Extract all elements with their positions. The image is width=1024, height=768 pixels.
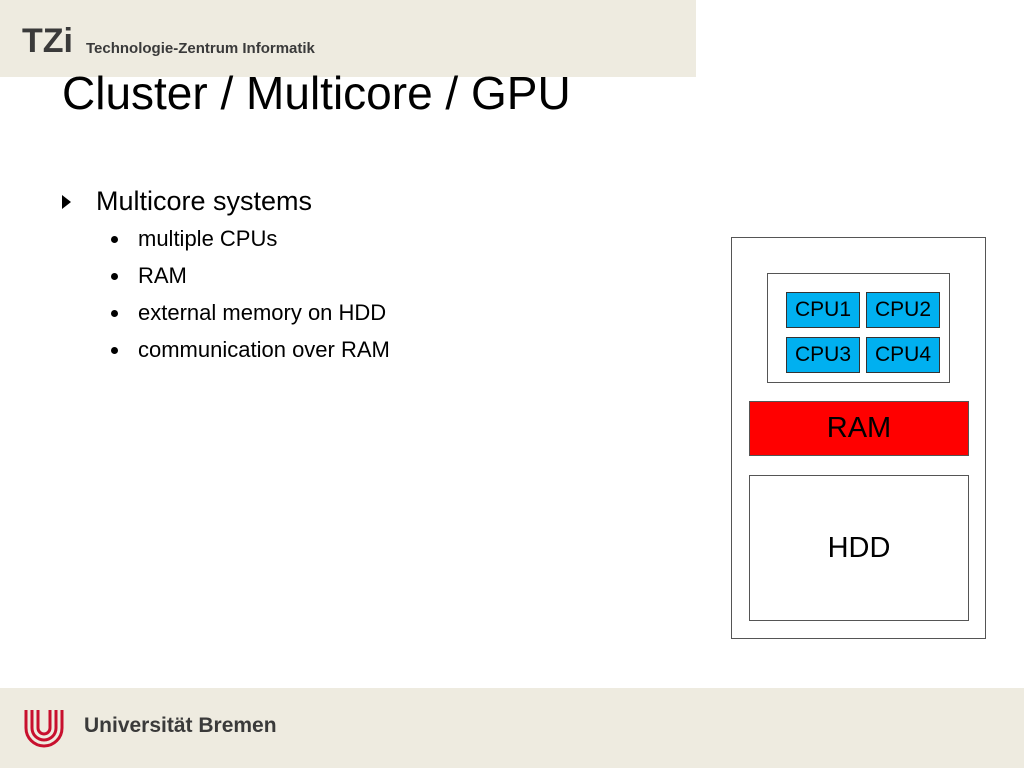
university-name: Universität Bremen xyxy=(84,714,277,737)
dot-bullet-icon xyxy=(111,310,118,317)
slide-title: Cluster / Multicore / GPU xyxy=(62,67,571,119)
hdd-box: HDD xyxy=(749,475,969,621)
footer-band xyxy=(0,688,1024,768)
sub-bullet-text: external memory on HDD xyxy=(138,300,387,325)
cpu-3-box: CPU3 xyxy=(786,337,860,373)
tzi-logo: TZi xyxy=(22,22,73,58)
header-band xyxy=(0,0,696,77)
tzi-logo-text: TZi xyxy=(22,22,73,58)
dot-bullet-icon xyxy=(111,236,118,243)
triangle-bullet-icon xyxy=(62,195,71,209)
university-logo-icon xyxy=(24,710,64,748)
ram-box: RAM xyxy=(749,401,969,456)
tzi-subtitle: Technologie-Zentrum Informatik xyxy=(86,40,315,57)
bullet-text: Multicore systems xyxy=(96,186,313,216)
dot-bullet-icon xyxy=(111,347,118,354)
sub-bullet-text: RAM xyxy=(138,263,187,288)
sub-bullet-text: communication over RAM xyxy=(138,337,390,362)
cpu-2-box: CPU2 xyxy=(866,292,940,328)
sub-bullet-text: multiple CPUs xyxy=(138,226,278,251)
cpu-4-box: CPU4 xyxy=(866,337,940,373)
dot-bullet-icon xyxy=(111,273,118,280)
cpu-1-box: CPU1 xyxy=(786,292,860,328)
